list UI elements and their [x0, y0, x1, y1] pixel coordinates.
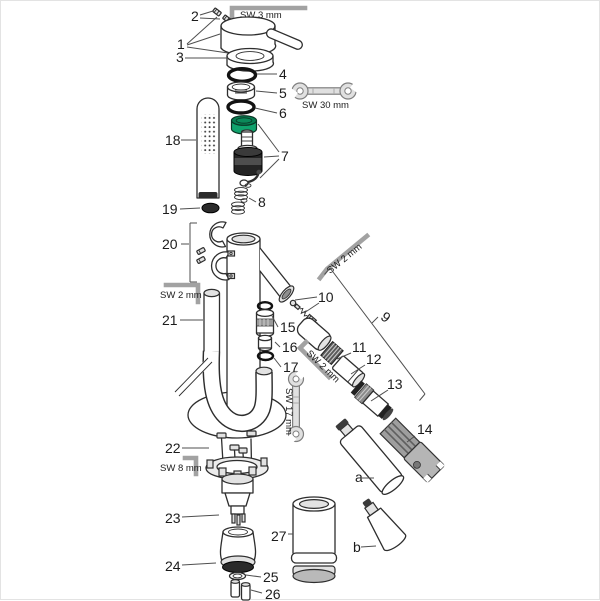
- cartridge-b: [362, 498, 407, 552]
- part-label-18: 18: [165, 132, 181, 148]
- sw8-allen-key-icon: [182, 455, 199, 477]
- valve-bottom-23: [221, 473, 254, 526]
- part-label-26: 26: [265, 586, 281, 601]
- bracket-9: [324, 267, 426, 401]
- sw30-wrench-icon: [286, 80, 362, 101]
- part-label-7: 7: [281, 148, 289, 164]
- connector-15: [255, 301, 275, 338]
- main-column: [226, 232, 261, 423]
- ring-25: [228, 571, 247, 581]
- seal-stack-13: [350, 380, 394, 421]
- tool-label-sw2-left: SW 2 mm: [160, 290, 202, 301]
- o-ring-17: [256, 350, 275, 362]
- part-label-5: 5: [279, 85, 287, 101]
- sw2-allen-key-icon-left: [163, 282, 201, 305]
- part-label-14: 14: [417, 421, 433, 437]
- part-label-b: b: [353, 539, 361, 555]
- part-label-13: 13: [387, 376, 403, 392]
- sw17-wrench-icon: [284, 367, 308, 446]
- part-label-27: 27: [271, 528, 287, 544]
- spray-pattern: [201, 114, 216, 154]
- socket-24: [219, 526, 257, 573]
- hand-shower-18: [196, 97, 220, 199]
- disc-19: [201, 202, 220, 214]
- diverter-piston: [296, 317, 332, 351]
- ribbed-ring-11: [320, 340, 344, 366]
- bushing-16: [257, 334, 273, 352]
- part-label-20: 20: [162, 236, 178, 252]
- sw2-allen-key-icon-lower: [296, 338, 333, 381]
- tool-label-sw8: SW 8 mm: [160, 463, 202, 474]
- ring-25-inner: [232, 573, 243, 579]
- part-label-a: a: [355, 469, 363, 485]
- sleeve-3: [226, 47, 275, 72]
- fittings-26: [230, 579, 251, 601]
- sleeve-27: [290, 496, 338, 584]
- part-label-6: 6: [279, 105, 287, 121]
- leader-lines: [179, 10, 416, 594]
- cartridge-a: [335, 418, 405, 496]
- part-label-16: 16: [282, 339, 298, 355]
- cartridge: [233, 129, 263, 176]
- handle-knob: [220, 16, 277, 56]
- o-ring-6: [226, 99, 256, 115]
- tool-label-sw17: SW 17 mm: [283, 388, 294, 435]
- part-label-9: 9: [378, 308, 394, 326]
- tool-label-sw30: SW 30 mm: [302, 100, 349, 111]
- hose-21: [174, 288, 273, 433]
- ring-nut-5: [226, 81, 256, 101]
- part-label-21: 21: [162, 312, 178, 328]
- part-label-17: 17: [283, 359, 299, 375]
- part-label-19: 19: [162, 201, 178, 217]
- part-label-12: 12: [366, 351, 382, 367]
- part-label-4: 4: [279, 66, 287, 82]
- o-ring-4: [226, 66, 258, 83]
- spring-set-8: [231, 183, 252, 215]
- part-label-15: 15: [280, 319, 296, 335]
- part-label-2: 2: [191, 8, 199, 24]
- part-label-11: 11: [352, 339, 367, 355]
- part-label-1: 1: [177, 36, 185, 52]
- part-label-3: 3: [176, 49, 184, 65]
- part-label-25: 25: [263, 569, 279, 585]
- part-label-22: 22: [165, 440, 181, 456]
- tool-label-sw3: SW 3 mm: [240, 10, 282, 21]
- service-tool-14: [379, 417, 445, 483]
- sw3-allen-key-icon: [229, 5, 308, 24]
- spout-tube: [259, 247, 295, 303]
- handle-lever: [265, 28, 303, 50]
- part-number-labels: 1 2 3 4 5 6 7 8 9 10 11 12 13 14 15 16 1…: [162, 8, 433, 601]
- tool-label-sw2-upper: SW 2 mm: [325, 241, 364, 276]
- sw2-allen-key-icon-upper: [316, 232, 371, 282]
- retainer-hook: [239, 169, 262, 187]
- clamp-set-20: [196, 221, 236, 281]
- part-label-24: 24: [165, 558, 181, 574]
- part-label-8: 8: [258, 194, 266, 210]
- part-label-23: 23: [165, 510, 181, 526]
- part-label-10: 10: [318, 289, 334, 305]
